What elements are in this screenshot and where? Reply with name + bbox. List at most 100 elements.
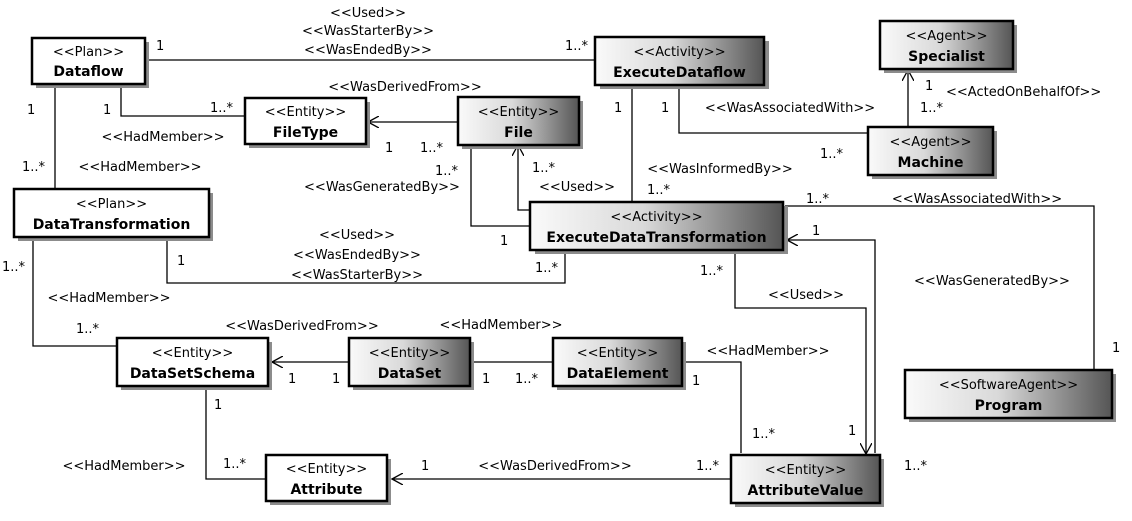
node-dataset-stereotype: <<Entity>> xyxy=(369,346,451,361)
node-executedatatransformation-name: ExecuteDataTransformation xyxy=(546,230,766,246)
edge-executedt-program xyxy=(785,205,1095,370)
mult-execdt-program-many: 1..* xyxy=(806,192,830,207)
node-attributevalue-stereotype: <<Entity>> xyxy=(765,463,847,478)
node-filetype-stereotype: <<Entity>> xyxy=(265,105,347,120)
label-wasassociatedwith-machine: <<WasAssociatedWith>> xyxy=(705,101,875,116)
label-used-top: <<Used>> xyxy=(330,6,406,21)
edge-used-file xyxy=(518,145,530,211)
mult-dataflow-filetype-1: 1 xyxy=(103,103,111,118)
mult-file-generated-many: 1..* xyxy=(435,164,459,179)
mult-execdt-used-many: 1..* xyxy=(700,264,724,279)
node-executedataflow-name: ExecuteDataflow xyxy=(613,65,746,81)
node-file[interactable]: <<Entity>> File xyxy=(456,95,583,149)
mult-dataflow-exec-many: 1..* xyxy=(565,39,589,54)
label-used-dt: <<Used>> xyxy=(319,228,395,243)
node-dataflow-name: Dataflow xyxy=(53,64,123,80)
node-program[interactable]: <<SoftwareAgent>> Program xyxy=(903,368,1116,422)
mult-dt-exec-1: 1 xyxy=(177,254,185,269)
node-dataelement[interactable]: <<Entity>> DataElement xyxy=(551,336,686,390)
edge-used-attributevalue xyxy=(734,251,866,454)
label-wasassociatedwith-program: <<WasAssociatedWith>> xyxy=(892,192,1062,207)
node-executedataflow[interactable]: <<Activity>> ExecuteDataflow xyxy=(593,35,769,89)
node-dataelement-stereotype: <<Entity>> xyxy=(577,346,659,361)
label-used-av: <<Used>> xyxy=(768,288,844,303)
label-wasderivedfrom-file: <<WasDerivedFrom>> xyxy=(328,80,481,95)
node-executedatatransformation-stereotype: <<Activity>> xyxy=(610,210,702,225)
node-attribute-name: Attribute xyxy=(290,482,362,498)
node-dataflow[interactable]: <<Plan>> Dataflow xyxy=(30,36,149,88)
label-wasinformedby: <<WasInformedBy>> xyxy=(647,162,793,177)
node-dataset[interactable]: <<Entity>> DataSet xyxy=(347,336,474,390)
edge-dataflow-filetype xyxy=(120,84,245,117)
label-hadmember-dt-schema: <<HadMember>> xyxy=(47,291,170,306)
node-program-stereotype: <<SoftwareAgent>> xyxy=(939,378,1078,393)
edge-datatransformation-executedt xyxy=(166,238,566,284)
mult-av-many: 1..* xyxy=(696,459,720,474)
mult-execdt-generated-1: 1 xyxy=(812,224,820,239)
mult-av-used-many: 1..* xyxy=(752,427,776,442)
node-executedatatransformation[interactable]: <<Activity>> ExecuteDataTransformation xyxy=(528,200,788,254)
node-dataelement-name: DataElement xyxy=(567,366,669,382)
mult-dt-left-many: 1..* xyxy=(2,260,26,275)
label-wasgeneratedby-av: <<WasGeneratedBy>> xyxy=(914,274,1070,289)
node-filetype[interactable]: <<Entity>> FileType xyxy=(243,96,370,148)
node-datasetschema-name: DataSetSchema xyxy=(130,366,255,382)
mult-schema-dataset-1: 1 xyxy=(288,372,296,387)
mult-execdt-dt-many: 1..* xyxy=(535,261,559,276)
node-machine[interactable]: <<Agent>> Machine xyxy=(866,125,997,179)
node-attributevalue-name: AttributeValue xyxy=(748,483,864,499)
node-dataset-name: DataSet xyxy=(378,366,442,382)
node-datasetschema[interactable]: <<Entity>> DataSetSchema xyxy=(115,336,272,390)
mult-av-right-many: 1..* xyxy=(904,459,928,474)
mult-dataflow-exec-1: 1 xyxy=(156,39,164,54)
mult-element-many: 1..* xyxy=(515,372,539,387)
mult-schema-many: 1..* xyxy=(76,322,100,337)
mult-dataset-element-1: 1 xyxy=(482,372,490,387)
mult-schema-attr-1: 1 xyxy=(214,398,222,413)
node-filetype-name: FileType xyxy=(273,125,338,141)
node-specialist-stereotype: <<Agent>> xyxy=(905,29,987,44)
node-attribute-stereotype: <<Entity>> xyxy=(286,462,368,477)
mult-attr-many: 1..* xyxy=(223,457,247,472)
label-used-file: <<Used>> xyxy=(539,180,615,195)
label-hadmember-dataset-element: <<HadMember>> xyxy=(439,318,562,333)
edges xyxy=(32,59,1095,479)
label-wasgeneratedby-file: <<WasGeneratedBy>> xyxy=(304,180,460,195)
mult-filetype-many: 1..* xyxy=(210,101,234,116)
mult-filetype-file-1: 1 xyxy=(385,141,393,156)
label-hadmember-dataflow-filetype: <<HadMember>> xyxy=(101,130,224,145)
label-hadmember-dataflow-dt: <<HadMember>> xyxy=(78,160,201,175)
edge-executedataflow-machine xyxy=(678,84,868,134)
mult-dataflow-dt-many: 1..* xyxy=(22,160,46,175)
mult-execdataflow-1: 1 xyxy=(614,101,622,116)
label-wasstarterby-top: <<WasStarterBy>> xyxy=(302,24,434,39)
node-executedataflow-stereotype: <<Activity>> xyxy=(633,45,725,60)
node-attribute[interactable]: <<Entity>> Attribute xyxy=(264,453,391,505)
node-datatransformation-stereotype: <<Plan>> xyxy=(76,197,147,212)
node-dataflow-stereotype: <<Plan>> xyxy=(53,45,124,60)
mult-execdataflow-assoc-1: 1 xyxy=(661,101,669,116)
label-wasendedby-dt: <<WasEndedBy>> xyxy=(293,248,421,263)
mult-dataflow-left-1: 1 xyxy=(27,103,35,118)
node-specialist-name: Specialist xyxy=(908,49,985,65)
label-hadmember-schema-attr: <<HadMember>> xyxy=(62,459,185,474)
mult-specialist-many: 1..* xyxy=(920,101,944,116)
node-datatransformation[interactable]: <<Plan>> DataTransformation xyxy=(12,187,213,241)
node-datasetschema-stereotype: <<Entity>> xyxy=(152,346,234,361)
edge-file-generatedby xyxy=(470,148,530,227)
node-attributevalue[interactable]: <<Entity>> AttributeValue xyxy=(729,453,884,507)
node-specialist[interactable]: <<Agent>> Specialist xyxy=(878,19,1017,73)
mult-dataset-1: 1 xyxy=(332,372,340,387)
edge-wasgeneratedby-av xyxy=(787,240,876,453)
node-file-stereotype: <<Entity>> xyxy=(478,105,560,120)
node-file-name: File xyxy=(504,125,533,141)
mult-file-derived-many: 1..* xyxy=(420,141,444,156)
mult-exec-dt-1: 1 xyxy=(500,234,508,249)
label-wasendedby-top: <<WasEndedBy>> xyxy=(304,43,432,58)
mult-file-used-many: 1..* xyxy=(532,161,556,176)
label-wasderivedfrom-dataset: <<WasDerivedFrom>> xyxy=(225,319,378,334)
node-machine-name: Machine xyxy=(898,155,964,171)
mult-execdt-informed-many: 1..* xyxy=(647,183,671,198)
mult-specialist-1: 1 xyxy=(925,79,933,94)
